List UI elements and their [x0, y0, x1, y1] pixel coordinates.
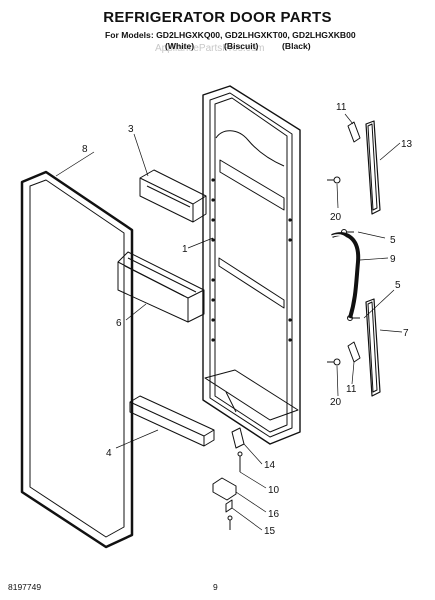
callout-cap-top: 11 — [336, 102, 347, 113]
trim-upper — [365, 120, 381, 215]
door-liner — [202, 85, 301, 445]
screw-bottom — [327, 358, 341, 366]
door-gasket — [20, 170, 134, 549]
handle-screw-lower — [347, 315, 360, 321]
callout-door-liner: 1 — [182, 244, 188, 255]
callout-gasket: 8 — [82, 144, 88, 155]
end-cap-bottom — [347, 341, 361, 363]
document-number: 8197749 — [8, 582, 42, 592]
callout-handle-screw-lower: 5 — [395, 280, 401, 291]
callout-shelf-top: 3 — [128, 124, 134, 135]
door-shelf-top — [139, 169, 207, 223]
door-bin — [117, 251, 205, 323]
handle-screw — [341, 229, 354, 235]
trim-lower — [365, 298, 381, 397]
variant-biscuit: (Biscuit) — [224, 41, 259, 51]
hinge-bushing — [231, 427, 245, 449]
callout-trim-lower: 7 — [403, 328, 409, 339]
callout-screw-top: 20 — [330, 212, 342, 223]
callout-hinge: 10 — [268, 485, 280, 496]
hinge-pin — [237, 451, 243, 472]
callout-hinge-pin: 15 — [264, 526, 276, 537]
end-cap-top — [347, 121, 361, 143]
door-hinge — [212, 477, 237, 501]
page-title: REFRIGERATOR DOOR PARTS — [103, 9, 332, 26]
callout-bushing: 14 — [264, 460, 276, 471]
page-number: 9 — [213, 582, 218, 592]
models-label: For Models: GD2LHGXKQ00, GD2LHGXKT00, GD… — [105, 30, 356, 40]
callout-handle-screw: 5 — [390, 235, 396, 246]
callout-screw-bottom: 20 — [330, 397, 342, 408]
callout-bin: 6 — [116, 318, 122, 329]
callout-stop: 16 — [268, 509, 280, 520]
door-handle — [331, 232, 361, 319]
door-stop — [225, 499, 233, 513]
stop-screw — [227, 515, 233, 530]
callout-rail: 4 — [106, 448, 112, 459]
door-rail — [129, 395, 215, 447]
callout-cap-bottom: 11 — [346, 384, 357, 395]
callout-handle: 9 — [390, 254, 396, 265]
variant-black: (Black) — [282, 41, 311, 51]
leader-lines — [55, 113, 403, 531]
watermark-text: AppliancePartsPros.com — [155, 43, 265, 54]
variant-white: (White) — [165, 41, 195, 51]
screw-top — [327, 176, 341, 184]
callout-trim-upper: 13 — [401, 139, 413, 150]
